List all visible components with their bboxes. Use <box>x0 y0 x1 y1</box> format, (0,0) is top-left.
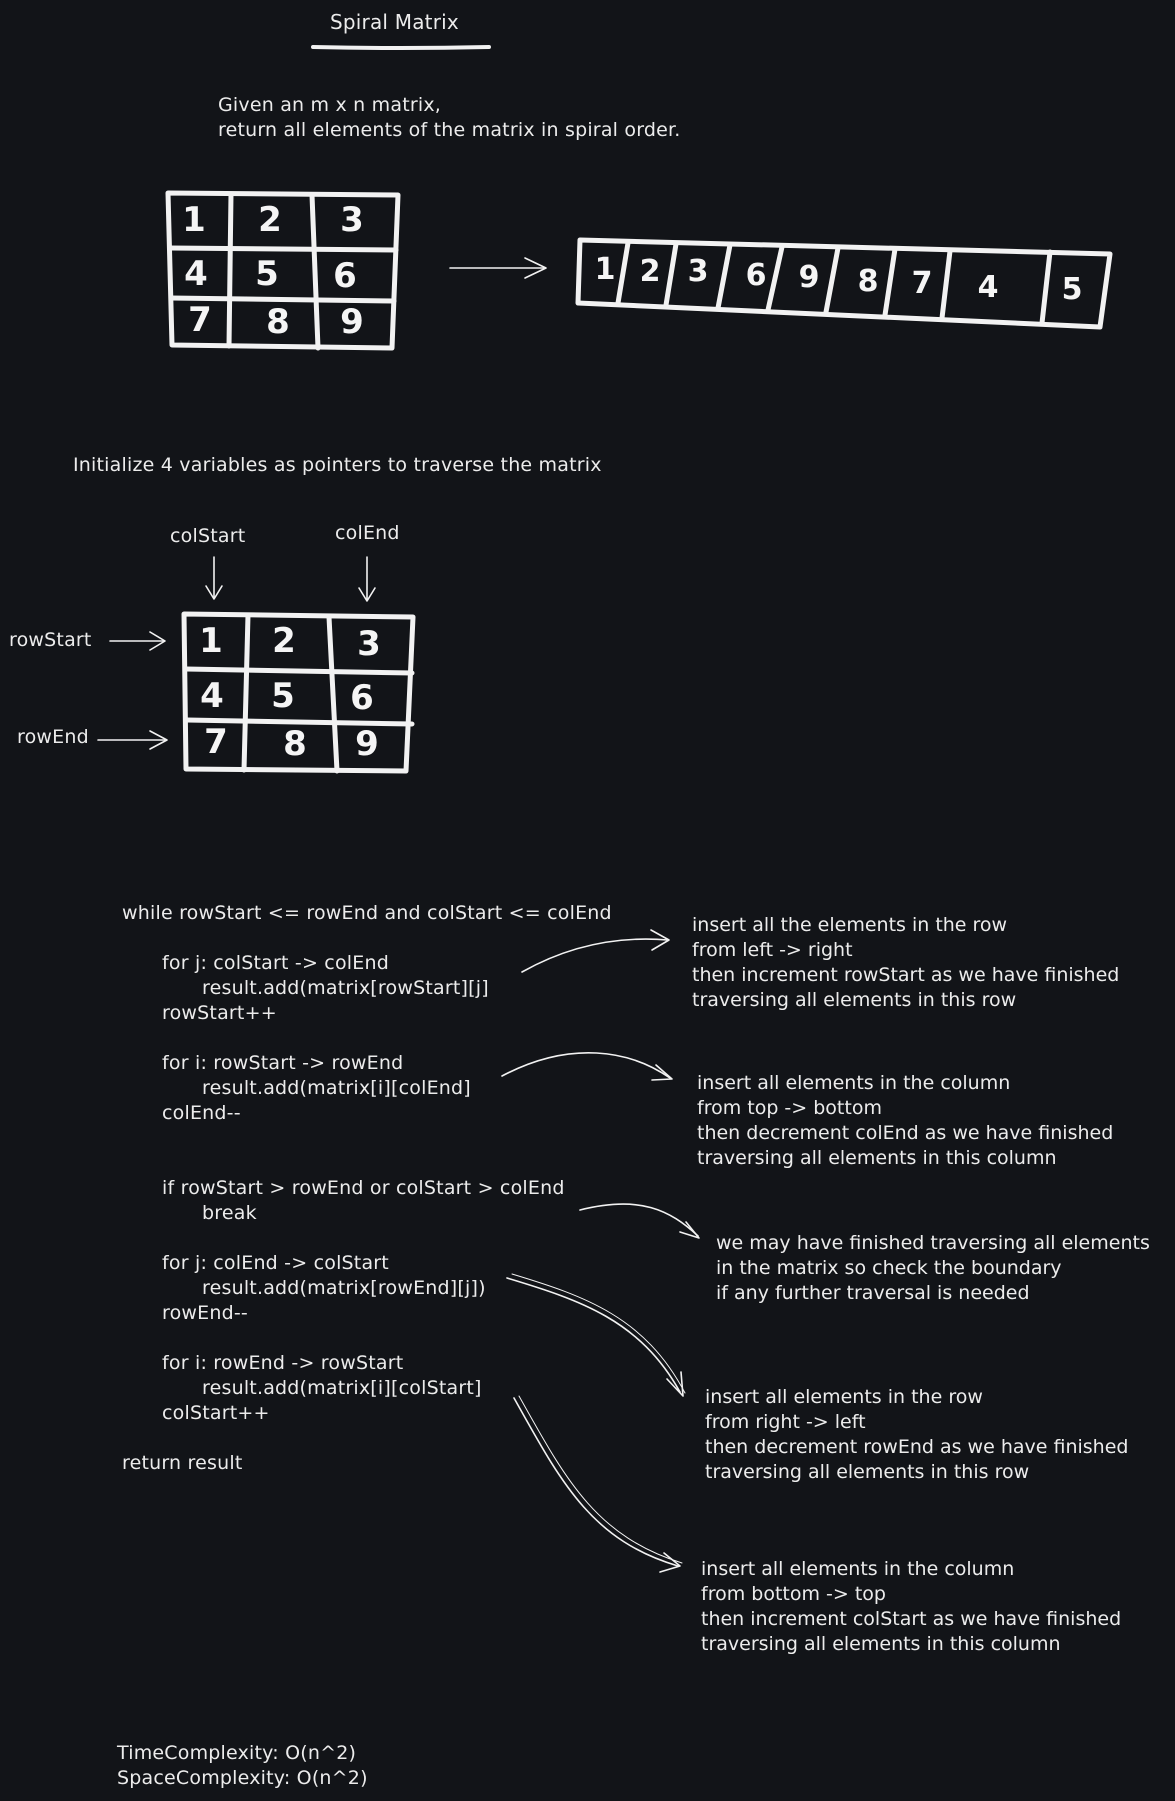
note-arrows <box>501 929 700 1573</box>
matrix-cell: 2 <box>258 200 282 240</box>
page-title: Spiral Matrix <box>330 10 459 34</box>
note-line: then increment colStart as we have finis… <box>701 1608 1122 1630</box>
note-line: in the matrix so check the boundary <box>716 1257 1062 1279</box>
problem-line-2: return all elements of the matrix in spi… <box>218 119 681 141</box>
note-line: insert all elements in the column <box>697 1072 1011 1094</box>
matrix-cell: 7 <box>204 722 228 762</box>
note-line: if any further traversal is needed <box>716 1282 1030 1304</box>
matrix-cell: 4 <box>184 254 208 294</box>
output-arrow <box>449 257 547 279</box>
matrix-cell: 7 <box>188 300 212 340</box>
output-cell: 4 <box>977 270 999 305</box>
row-end-label: rowEnd <box>17 726 89 748</box>
code-line: result.add(matrix[rowEnd][j]) <box>202 1277 486 1299</box>
title-underline <box>311 45 491 50</box>
code-line: return result <box>122 1452 243 1474</box>
code-line: for i: rowStart -> rowEnd <box>162 1052 404 1074</box>
note-boundary-check: we may have finished traversing all elem… <box>716 1231 1150 1306</box>
code-line: for i: rowEnd -> rowStart <box>162 1352 404 1374</box>
matrix-cell: 2 <box>272 621 296 661</box>
space-complexity: SpaceComplexity: O(n^2) <box>117 1767 368 1789</box>
note-line: traversing all elements in this column <box>701 1633 1061 1655</box>
matrix-cell: 5 <box>255 254 279 294</box>
note-line: traversing all elements in this row <box>692 989 1017 1011</box>
matrix-2-grid <box>181 611 416 774</box>
matrix-cell: 1 <box>182 200 206 240</box>
output-cell: 7 <box>911 266 933 301</box>
row-start-label: rowStart <box>9 629 92 651</box>
code-line: if rowStart > rowEnd or colStart > colEn… <box>162 1177 565 1199</box>
code-line: result.add(matrix[rowStart][j] <box>202 977 489 999</box>
matrix-cell: 9 <box>340 302 364 342</box>
note-line: then decrement rowEnd as we have finishe… <box>705 1436 1129 1458</box>
matrix-cell: 5 <box>271 676 295 716</box>
output-cell: 8 <box>857 264 879 299</box>
matrix-cell: 4 <box>200 676 224 716</box>
note-line: insert all elements in the row <box>705 1386 983 1408</box>
matrix-cell: 8 <box>266 302 290 342</box>
code-line: for j: colEnd -> colStart <box>162 1252 389 1274</box>
code-line: colEnd-- <box>162 1102 241 1124</box>
note-line: from left -> right <box>692 939 853 961</box>
pointer-arrows <box>97 556 376 750</box>
note-line: traversing all elements in this column <box>697 1147 1057 1169</box>
output-cell: 9 <box>798 260 820 295</box>
matrix-cell: 3 <box>340 200 364 240</box>
output-cell: 6 <box>745 258 767 293</box>
note-col-bottom-top: insert all elements in the column from b… <box>701 1557 1121 1657</box>
output-cell: 5 <box>1061 272 1083 307</box>
note-line: then decrement colEnd as we have finishe… <box>697 1122 1114 1144</box>
matrix-cell: 6 <box>350 678 374 718</box>
col-end-label: colEnd <box>335 522 400 544</box>
code-line: result.add(matrix[i][colStart] <box>202 1377 482 1399</box>
note-col-top-bottom: insert all elements in the column from t… <box>697 1071 1113 1171</box>
code-line: result.add(matrix[i][colEnd] <box>202 1077 471 1099</box>
matrix-cell: 9 <box>355 724 379 764</box>
matrix-1-grid <box>165 190 401 351</box>
code-line: break <box>202 1202 257 1224</box>
problem-line-1: Given an m x n matrix, <box>218 94 442 116</box>
matrix-cell: 6 <box>333 256 357 296</box>
col-start-label: colStart <box>170 525 246 547</box>
note-line: traversing all elements in this row <box>705 1461 1030 1483</box>
output-strip <box>575 237 1113 330</box>
note-line: from top -> bottom <box>697 1097 882 1119</box>
note-row-right-left: insert all elements in the row from righ… <box>705 1385 1128 1485</box>
time-complexity: TimeComplexity: O(n^2) <box>117 1742 357 1764</box>
output-cell: 2 <box>639 254 661 289</box>
matrix-cell: 8 <box>283 724 307 764</box>
output-cell: 1 <box>594 252 616 287</box>
note-row-left-right: insert all the elements in the row from … <box>692 913 1119 1013</box>
code-line: while rowStart <= rowEnd and colStart <=… <box>122 902 612 924</box>
note-line: then increment rowStart as we have finis… <box>692 964 1120 986</box>
note-line: insert all elements in the column <box>701 1558 1015 1580</box>
code-line: rowStart++ <box>162 1002 277 1024</box>
init-text: Initialize 4 variables as pointers to tr… <box>73 454 602 476</box>
code-line: for j: colStart -> colEnd <box>162 952 389 974</box>
note-line: insert all the elements in the row <box>692 914 1008 936</box>
matrix-cell: 3 <box>357 624 381 664</box>
matrix-cell: 1 <box>199 621 223 661</box>
code-line: rowEnd-- <box>162 1302 248 1324</box>
note-line: we may have finished traversing all elem… <box>716 1232 1150 1254</box>
note-line: from right -> left <box>705 1411 866 1433</box>
note-line: from bottom -> top <box>701 1583 886 1605</box>
output-cell: 3 <box>687 254 709 289</box>
code-line: colStart++ <box>162 1402 270 1424</box>
